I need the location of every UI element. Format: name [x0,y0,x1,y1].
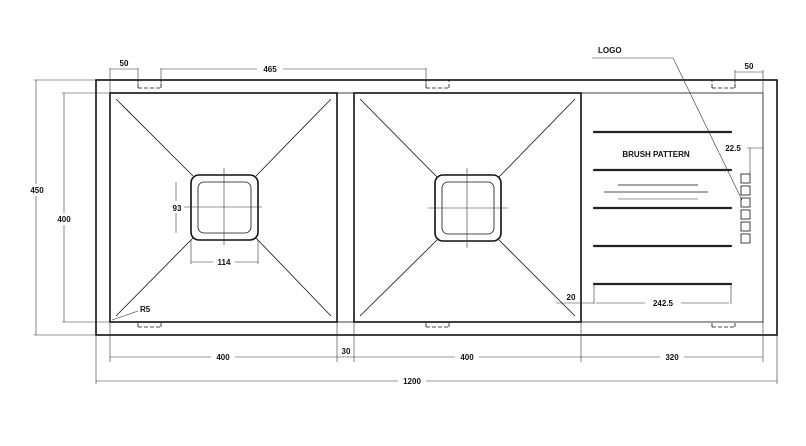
dim-242-5: 242.5 [653,299,674,308]
dim-114: 114 [218,258,231,267]
drain-inner [197,181,252,234]
dim-400-height: 400 [57,215,71,224]
dim-400-bowl2: 400 [460,353,474,362]
dim-50-left: 50 [120,59,129,68]
dim-1200: 1200 [403,377,421,386]
logo-holes [740,173,751,244]
sink-outer-outline [95,79,778,336]
dim-400-bowl1: 400 [216,353,230,362]
dim-93: 93 [173,204,182,213]
dim-22-5: 22.5 [725,144,741,153]
brush-pattern-label: BRUSH PATTERN [622,150,689,159]
bowl-right [353,92,582,323]
logo-callout: LOGO [598,46,622,55]
dim-320: 320 [665,353,679,362]
dim-450: 450 [30,186,44,195]
drainboard: 242.5 BRUSH PATTERN [592,130,733,308]
drain-outer [190,174,259,241]
dim-r5: R5 [140,305,151,314]
bowl-left [109,92,338,323]
dim-20: 20 [567,293,576,302]
dim-50-right: 50 [745,62,754,71]
dim-465: 465 [263,65,277,74]
dim-30: 30 [342,347,351,356]
clip [137,80,162,89]
